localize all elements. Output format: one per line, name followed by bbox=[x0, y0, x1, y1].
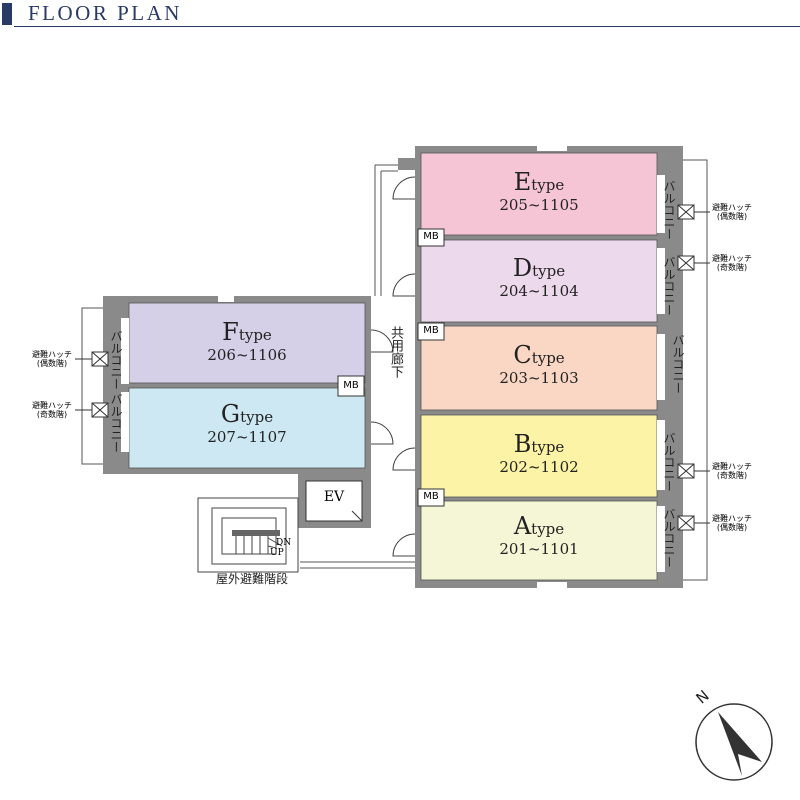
unit-D-label: Dtype 204~1104 bbox=[421, 254, 657, 300]
balcony-label-G: バルコニー bbox=[109, 393, 123, 453]
hatch-text: 避難ハッチ bbox=[712, 203, 752, 212]
outdoor-stairs bbox=[197, 497, 299, 573]
unit-range: 206~1106 bbox=[207, 346, 287, 364]
unit-letter: B bbox=[513, 430, 532, 458]
hatch-text: 避難ハッチ bbox=[32, 350, 72, 359]
mb-box-2 bbox=[417, 322, 445, 341]
unit-letter: F bbox=[222, 318, 239, 346]
hatch-floor-text: (奇数階) bbox=[36, 410, 68, 419]
unit-A-label: Atype 201~1101 bbox=[421, 512, 657, 558]
unit-letter: C bbox=[513, 341, 532, 369]
unit-room-B bbox=[420, 414, 658, 498]
unit-G-label: Gtype 207~1107 bbox=[129, 400, 365, 446]
unit-letter: E bbox=[513, 168, 532, 196]
mb-box-1 bbox=[417, 228, 445, 247]
balcony-label-F: バルコニー bbox=[109, 330, 123, 390]
unit-range: 207~1107 bbox=[207, 428, 287, 446]
unit-type: type bbox=[531, 176, 565, 194]
header-accent-bar bbox=[2, 3, 12, 25]
hatch-label-F: 避難ハッチ(偶数階) bbox=[32, 350, 72, 368]
hatch-text: 避難ハッチ bbox=[712, 462, 752, 471]
page-title: FLOOR PLAN bbox=[28, 1, 182, 25]
hatch-label-A: 避難ハッチ(偶数階) bbox=[712, 514, 752, 532]
north-compass-icon bbox=[695, 703, 773, 781]
mb-label-left: MB bbox=[343, 380, 359, 391]
unit-range: 202~1102 bbox=[499, 458, 579, 476]
unit-room-A bbox=[420, 500, 658, 581]
unit-B-label: Btype 202~1102 bbox=[421, 430, 657, 476]
unit-range: 205~1105 bbox=[499, 196, 579, 214]
stairs-dn-label: DN bbox=[276, 538, 292, 548]
hatch-text: 避難ハッチ bbox=[712, 514, 752, 523]
left-building bbox=[81, 296, 394, 474]
balcony-label-E: バルコニー bbox=[662, 180, 676, 240]
unit-range: 204~1104 bbox=[499, 282, 579, 300]
unit-type: type bbox=[531, 349, 565, 367]
mb-box-3 bbox=[417, 488, 445, 507]
unit-type: type bbox=[532, 262, 566, 280]
page-header: FLOOR PLAN bbox=[0, 0, 800, 28]
unit-E-label: Etype 205~1105 bbox=[421, 168, 657, 214]
mb-box-left bbox=[337, 375, 365, 397]
unit-room-E bbox=[420, 152, 658, 236]
outdoor-stairs-label: 屋外避難階段 bbox=[216, 572, 289, 586]
hatch-label-G: 避難ハッチ(奇数階) bbox=[32, 401, 72, 419]
hatch-symbols bbox=[91, 204, 695, 531]
unit-letter: A bbox=[513, 512, 532, 540]
mb-label-2: MB bbox=[423, 325, 439, 336]
unit-letter: G bbox=[220, 400, 241, 428]
unit-letter: D bbox=[512, 254, 533, 282]
balcony-label-D: バルコニー bbox=[662, 256, 676, 316]
hatch-label-B: 避難ハッチ(奇数階) bbox=[712, 462, 752, 480]
hatch-floor-text: (偶数階) bbox=[716, 523, 748, 532]
unit-C-label: Ctype 203~1103 bbox=[421, 341, 657, 387]
hatch-floor-text: (偶数階) bbox=[36, 359, 68, 368]
unit-type: type bbox=[531, 438, 565, 456]
corridor-label: 共用廊下 bbox=[388, 326, 403, 378]
ev-label: EV bbox=[323, 489, 345, 505]
header-rule bbox=[14, 26, 800, 27]
mb-label-3: MB bbox=[423, 491, 439, 502]
unit-type: type bbox=[531, 520, 565, 538]
unit-range: 203~1103 bbox=[499, 369, 579, 387]
hatch-text: 避難ハッチ bbox=[32, 401, 72, 410]
elevator-shaft bbox=[298, 474, 371, 528]
hatch-label-E: 避難ハッチ(偶数階) bbox=[712, 203, 752, 221]
unit-room-D bbox=[420, 239, 658, 323]
balcony-label-C: バルコニー bbox=[671, 334, 685, 394]
balcony-label-B: バルコニー bbox=[662, 432, 676, 492]
unit-room-C bbox=[420, 325, 658, 411]
unit-range: 201~1101 bbox=[499, 540, 579, 558]
hatch-floor-text: (偶数階) bbox=[716, 212, 748, 221]
balcony-label-A: バルコニー bbox=[662, 508, 676, 568]
right-building bbox=[392, 146, 708, 588]
hatch-floor-text: (奇数階) bbox=[716, 263, 748, 272]
hatch-label-D: 避難ハッチ(奇数階) bbox=[712, 254, 752, 272]
hatch-text: 避難ハッチ bbox=[712, 254, 752, 263]
unit-type: type bbox=[240, 408, 274, 426]
corridor-lines bbox=[300, 164, 415, 569]
hatch-floor-text: (奇数階) bbox=[716, 471, 748, 480]
unit-F-label: Ftype 206~1106 bbox=[129, 318, 365, 364]
hatch-leader-lines bbox=[75, 211, 710, 524]
unit-room-F bbox=[128, 302, 366, 384]
unit-room-G bbox=[128, 387, 366, 469]
stairs-up-label: UP bbox=[270, 548, 284, 558]
unit-type: type bbox=[238, 326, 272, 344]
mb-label-1: MB bbox=[423, 231, 439, 242]
